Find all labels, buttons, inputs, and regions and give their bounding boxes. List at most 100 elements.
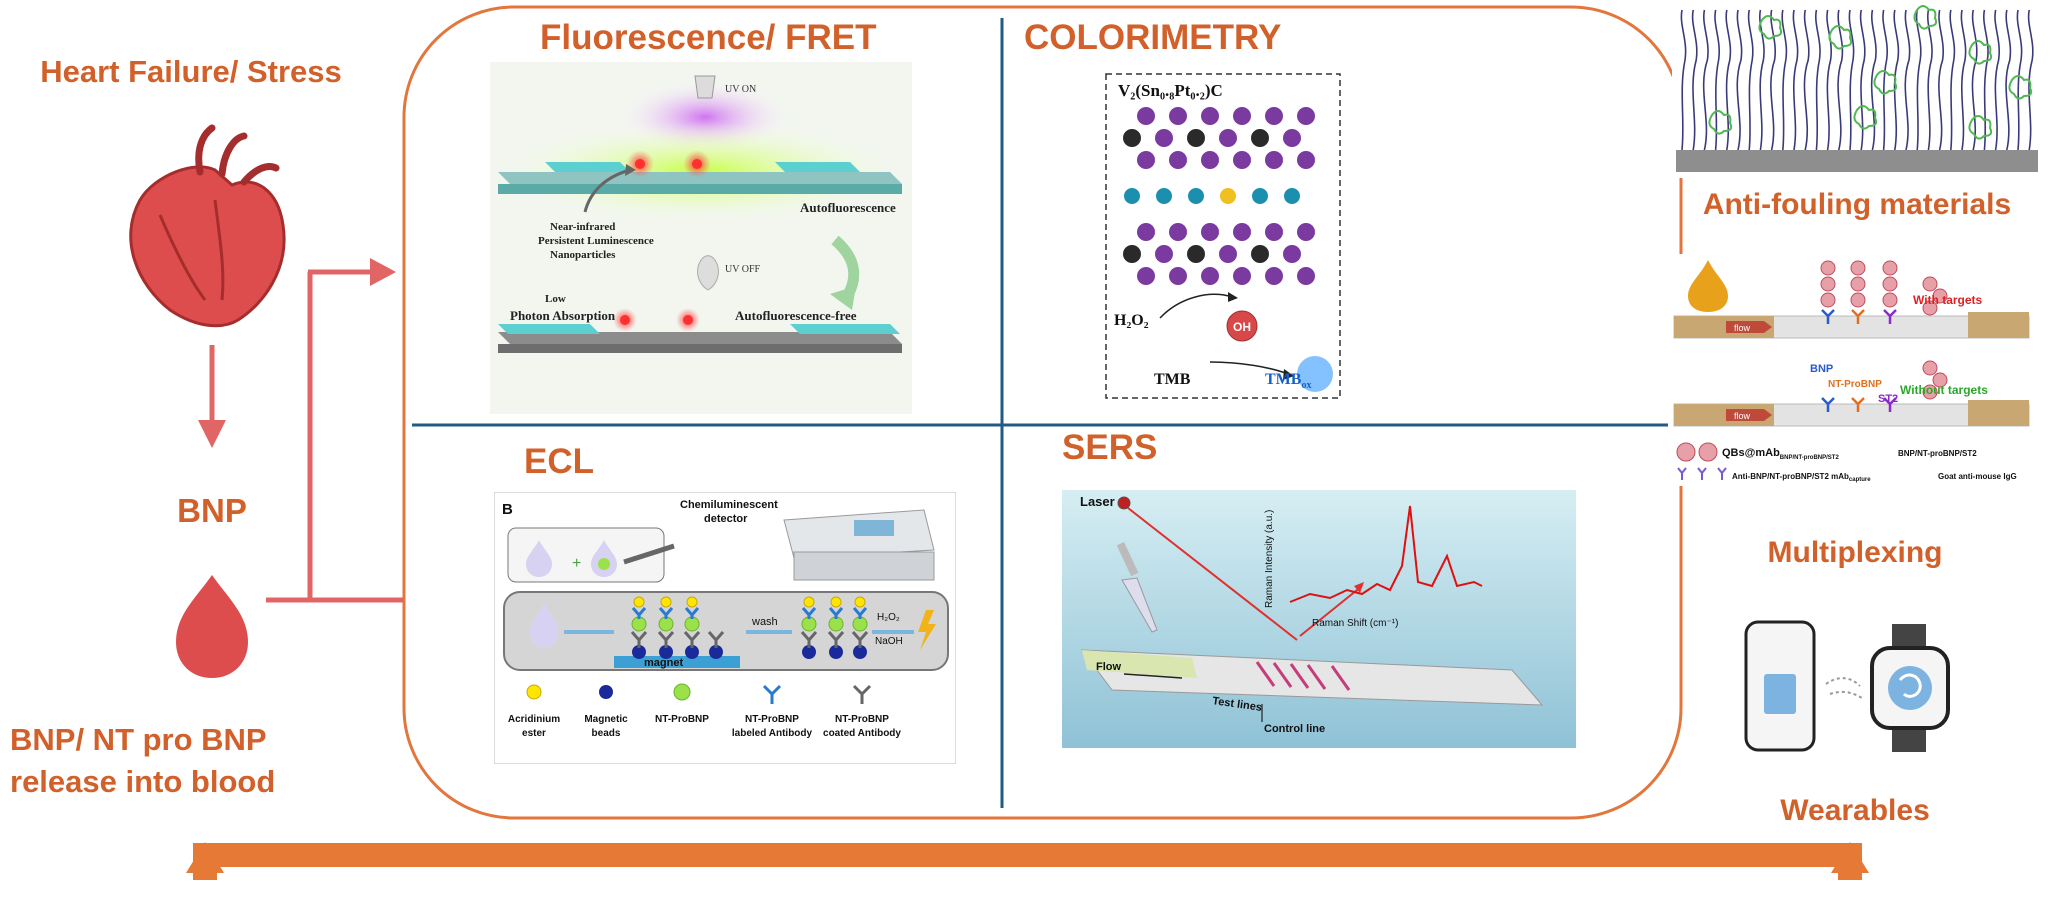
capture-antibody bbox=[1821, 397, 1835, 412]
polymer-brush bbox=[1691, 9, 1698, 151]
svg-text:flow: flow bbox=[1734, 323, 1751, 333]
down-arrow-icon bbox=[198, 345, 226, 448]
wearables-figure bbox=[1744, 620, 1950, 752]
ecl-legend-label: coated Antibody bbox=[823, 728, 901, 739]
lattice-atom bbox=[1187, 245, 1205, 263]
capture-antibody bbox=[1851, 397, 1865, 412]
polymer-brush bbox=[1781, 9, 1788, 151]
nt-probnp bbox=[852, 616, 868, 632]
quantum-bead bbox=[1932, 372, 1948, 388]
labeled-antibody bbox=[828, 607, 844, 619]
quantum-bead bbox=[1882, 260, 1898, 276]
fluorescence-title: Fluorescence/ FRET bbox=[540, 18, 877, 57]
lattice-atom bbox=[1201, 267, 1219, 285]
polymer-brush bbox=[1904, 9, 1911, 151]
ecl-legend-label: Acridinium bbox=[508, 714, 560, 725]
quantum-bead bbox=[1922, 276, 1938, 292]
lattice-atom bbox=[1219, 245, 1237, 263]
protein-blob bbox=[1968, 40, 1993, 65]
coated-antibody bbox=[851, 631, 869, 648]
lattice-atom bbox=[1123, 245, 1141, 263]
chemiluminescent-detector-icon bbox=[783, 509, 935, 581]
svg-text:Autofluorescence-free: Autofluorescence-free bbox=[735, 308, 857, 323]
magnetic-bead bbox=[632, 645, 646, 659]
colorimetry-figure: V₂(Sn₀.₈Pt₀.₂)C H₂O₂ OH TMB TMBox bbox=[1105, 73, 1341, 399]
lattice-atom bbox=[1233, 223, 1251, 241]
magnetic-bead bbox=[853, 645, 867, 659]
labeled-antibody bbox=[852, 607, 868, 619]
acridinium-ester bbox=[830, 596, 842, 608]
polymer-brush bbox=[1680, 9, 1687, 151]
lattice-atom bbox=[1283, 129, 1301, 147]
protein-blob bbox=[1913, 5, 1938, 30]
polymer-brush bbox=[1803, 9, 1810, 151]
fluorescence-figure: UV ON Autofluorescence Near-infrared Per… bbox=[490, 62, 912, 414]
svg-text:With targets: With targets bbox=[1913, 293, 1983, 307]
lattice-atom bbox=[1201, 107, 1219, 125]
svg-text:Control line: Control line bbox=[1264, 723, 1325, 735]
polymer-brush bbox=[2027, 9, 2034, 151]
svg-text:BNP: BNP bbox=[1810, 363, 1833, 375]
lattice-atom bbox=[1137, 151, 1155, 169]
svg-text:Chemiluminescent: Chemiluminescent bbox=[680, 499, 778, 511]
magnetic-bead bbox=[829, 645, 843, 659]
magnetic-bead bbox=[659, 645, 673, 659]
acridinium-ester bbox=[854, 596, 866, 608]
svg-text:B: B bbox=[502, 501, 513, 518]
labeled-antibody bbox=[658, 607, 674, 619]
polymer-brush bbox=[1792, 9, 1799, 151]
polymer-brush bbox=[1848, 9, 1855, 151]
lattice-atom bbox=[1284, 188, 1300, 204]
polymer-brush bbox=[1826, 9, 1833, 151]
ecl-legend-label: labeled Antibody bbox=[732, 728, 813, 739]
acridinium-ester bbox=[686, 596, 698, 608]
lattice-atom bbox=[1155, 245, 1173, 263]
release-label-line2: release into blood bbox=[10, 764, 276, 799]
svg-text:+: + bbox=[572, 555, 581, 572]
lattice-atom bbox=[1219, 129, 1237, 147]
svg-text:BNP/NT-proBNP/ST2: BNP/NT-proBNP/ST2 bbox=[1898, 449, 1977, 458]
polymer-brush bbox=[1915, 9, 1922, 151]
svg-text:UV OFF: UV OFF bbox=[725, 264, 761, 275]
lattice-atom bbox=[1155, 129, 1173, 147]
polymer-brush bbox=[1949, 9, 1956, 151]
svg-text:Near-infrared: Near-infrared bbox=[550, 221, 615, 233]
acridinium-ester bbox=[633, 596, 645, 608]
quantum-bead bbox=[1820, 292, 1836, 308]
ecl-legend-label: NT-ProBNP bbox=[835, 714, 889, 725]
polymer-brush bbox=[1702, 9, 1709, 151]
lattice-atom bbox=[1123, 129, 1141, 147]
lattice-atom bbox=[1233, 151, 1251, 169]
polymer-brush bbox=[1770, 9, 1777, 151]
nt-probnp bbox=[828, 616, 844, 632]
quantum-bead bbox=[1850, 292, 1866, 308]
coated-antibody bbox=[683, 631, 701, 648]
coated-antibody bbox=[657, 631, 675, 648]
quantum-bead bbox=[1820, 276, 1836, 292]
protein-blob bbox=[1853, 105, 1878, 130]
bnp-label: BNP bbox=[177, 492, 247, 529]
ecl-figure: B Chemiluminescent detector + magnet was… bbox=[494, 492, 956, 764]
quantum-bead bbox=[1882, 276, 1898, 292]
lattice-atom bbox=[1251, 129, 1269, 147]
svg-text:QBs@mAbBNP/NT-proBNP/ST2: QBs@mAbBNP/NT-proBNP/ST2 bbox=[1722, 447, 1839, 461]
polymer-brush bbox=[1938, 9, 1945, 151]
nt-probnp bbox=[684, 616, 700, 632]
lattice-atom bbox=[1283, 245, 1301, 263]
feedback-arrow bbox=[186, 842, 1869, 880]
drop-to-panel-arrow bbox=[266, 258, 404, 603]
lattice-atom bbox=[1297, 107, 1315, 125]
lattice-atom bbox=[1137, 223, 1155, 241]
polymer-brush bbox=[1960, 9, 1967, 151]
polymer-brush bbox=[1725, 9, 1732, 151]
svg-text:Flow: Flow bbox=[1096, 661, 1121, 673]
protein-blob bbox=[1708, 110, 1733, 135]
protein-blob bbox=[1758, 15, 1783, 40]
svg-text:magnet: magnet bbox=[644, 657, 683, 669]
blood-drop-icon bbox=[176, 575, 248, 678]
lattice-atom bbox=[1169, 223, 1187, 241]
multiplexing-figure: flow flow With targets Without targets B… bbox=[1668, 254, 2034, 486]
quantum-bead bbox=[1932, 288, 1948, 304]
polymer-brush bbox=[2005, 9, 2012, 151]
lattice-atom bbox=[1137, 107, 1155, 125]
